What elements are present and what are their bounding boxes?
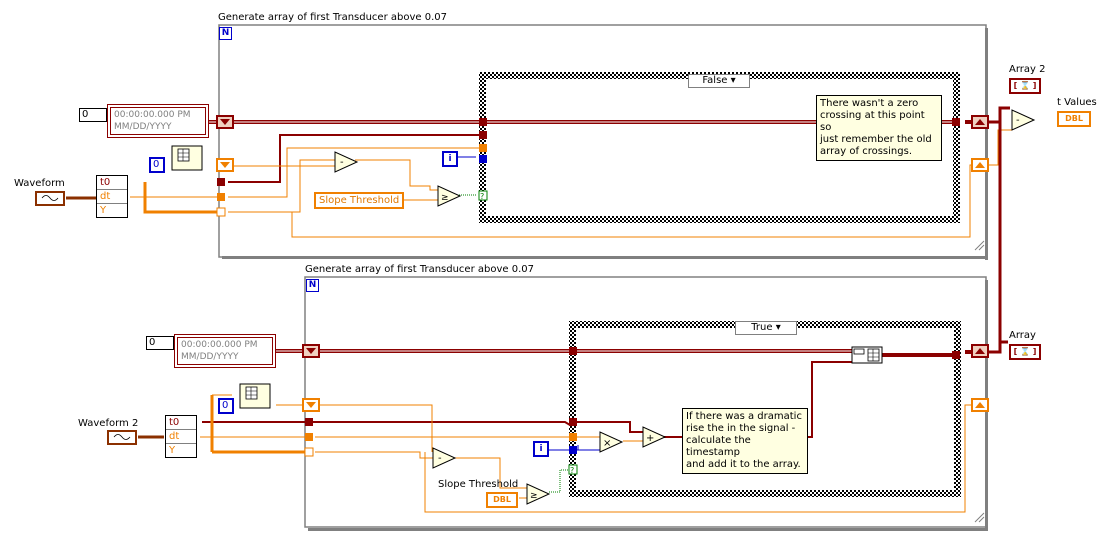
svg-text:≥: ≥	[441, 193, 449, 203]
top-iteration-terminal[interactable]: i	[442, 151, 458, 167]
svg-text:-: -	[438, 453, 442, 464]
bottom-case-selector[interactable]: True ▾	[735, 321, 797, 335]
svg-text:-: -	[1016, 115, 1020, 126]
top-field-y: Y	[97, 203, 127, 217]
bottom-loop-title: Generate array of first Transducer above…	[305, 264, 534, 275]
waveform-terminal-top[interactable]	[35, 191, 65, 206]
shift-register-right-bottom[interactable]	[971, 344, 989, 358]
top-slope-threshold-control[interactable]: Slope Threshold	[314, 192, 405, 209]
top-numeric-control[interactable]: 0	[79, 108, 107, 122]
multiply-node[interactable]: ×	[599, 431, 624, 453]
array-label: Array	[1009, 330, 1036, 341]
bottom-loop-count-terminal[interactable]: N	[306, 279, 319, 292]
tunnel-bottom-y[interactable]	[304, 447, 314, 457]
array-indicator[interactable]: [ ⌛ ]	[1009, 344, 1041, 360]
case-selector-terminal-top[interactable]	[478, 190, 488, 201]
top-waveform-label: Waveform	[14, 178, 65, 189]
subtract-node-top[interactable]: -	[334, 151, 359, 173]
array2-indicator[interactable]: [ ⌛ ]	[1009, 78, 1041, 94]
initialize-array-node-bottom[interactable]	[239, 383, 271, 409]
initialize-array-node-top[interactable]	[171, 145, 203, 171]
case-tunnel-top-2[interactable]	[479, 131, 487, 139]
tvalues-indicator[interactable]: DBL	[1057, 111, 1091, 127]
case-tunnel-bottom-1[interactable]	[569, 347, 577, 355]
bottom-array-index-constant[interactable]: 0	[218, 398, 234, 414]
bottom-case-selector-label: True	[751, 322, 773, 333]
svg-text:+: +	[646, 433, 654, 444]
tunnel-bottom-dt[interactable]	[305, 433, 313, 441]
subtract-node-bottom[interactable]: -	[432, 447, 457, 469]
bottom-unbundle-waveform[interactable]: t0 dt Y	[165, 415, 197, 458]
bottom-timestamp-line2: MM/DD/YYYY	[181, 352, 239, 362]
shift-register-right-bottom-dbl[interactable]	[971, 398, 989, 412]
tunnel-bottom-t0[interactable]	[305, 418, 313, 426]
case-tunnel-top-4[interactable]	[479, 155, 487, 163]
top-field-dt: dt	[97, 189, 127, 203]
shift-register-right-top-dbl[interactable]	[971, 158, 989, 172]
case-tunnel-bottom-3[interactable]	[569, 433, 577, 441]
bottom-timestamp-control[interactable]: 00:00:00.000 PM MM/DD/YYYY	[177, 337, 273, 365]
shift-register-left-bottom[interactable]	[302, 344, 320, 358]
svg-text:?: ?	[570, 466, 574, 475]
top-for-loop[interactable]	[218, 24, 988, 260]
top-array-index-constant[interactable]: 0	[149, 157, 165, 173]
case-selector-terminal-bottom[interactable]	[568, 464, 578, 475]
top-field-t0: t0	[100, 177, 111, 188]
top-comment: There wasn't a zero crossing at this poi…	[816, 95, 942, 161]
top-loop-title: Generate array of first Transducer above…	[218, 12, 447, 23]
bottom-timestamp-line1: 00:00:00.000 PM	[181, 340, 258, 350]
add-node[interactable]: +	[642, 426, 667, 448]
case-tunnel-bottom-2[interactable]	[569, 418, 577, 426]
bottom-field-dt: dt	[166, 429, 196, 443]
top-case-selector[interactable]: False ▾	[688, 74, 750, 88]
svg-text:×: ×	[603, 438, 611, 449]
compare-node-output[interactable]: -	[1011, 109, 1036, 131]
case-tunnel-top-1[interactable]	[479, 118, 487, 126]
bottom-iteration-terminal[interactable]: i	[533, 441, 549, 457]
waveform-terminal-bottom[interactable]	[107, 430, 137, 445]
svg-text:≥: ≥	[530, 491, 538, 501]
bottom-dbl-wires	[200, 394, 975, 513]
shift-register-left-top-dbl[interactable]	[216, 158, 234, 172]
bottom-comment: If there was a dramatic rise the in the …	[682, 408, 808, 474]
top-loop-count-terminal[interactable]: N	[219, 27, 232, 40]
shift-register-right-top[interactable]	[971, 115, 989, 129]
top-timestamp-line2: MM/DD/YYYY	[114, 122, 172, 132]
case-tunnel-bottom-out[interactable]	[952, 351, 960, 359]
svg-text:-: -	[340, 157, 344, 168]
build-array-node[interactable]	[851, 346, 883, 364]
case-tunnel-top-3[interactable]	[479, 144, 487, 152]
bottom-numeric-control[interactable]: 0	[146, 336, 174, 350]
top-timestamp-control[interactable]: 00:00:00.000 PM MM/DD/YYYY	[110, 107, 206, 135]
bottom-slope-threshold-control[interactable]: DBL	[486, 492, 518, 508]
compare-node-top[interactable]: ≥	[437, 185, 462, 207]
bottom-field-y: Y	[166, 443, 196, 457]
top-case-selector-label: False	[702, 75, 728, 86]
top-timestamp-line1: 00:00:00.000 PM	[114, 110, 191, 120]
tunnel-top-t0[interactable]	[217, 178, 225, 186]
bottom-slope-threshold-label: Slope Threshold	[438, 479, 519, 490]
bottom-waveform-label: Waveform 2	[78, 418, 139, 429]
compare-node-bottom[interactable]: ≥	[526, 483, 551, 505]
top-unbundle-waveform[interactable]: t0 dt Y	[96, 175, 128, 218]
tunnel-top-dt[interactable]	[217, 193, 225, 201]
shift-register-left-top[interactable]	[216, 115, 234, 129]
case-tunnel-bottom-4[interactable]	[569, 446, 577, 454]
bottom-field-t0: t0	[169, 417, 180, 428]
case-tunnel-top-out[interactable]	[952, 118, 960, 126]
svg-text:?: ?	[480, 192, 484, 201]
tunnel-top-y[interactable]	[216, 207, 226, 217]
shift-register-left-bottom-dbl[interactable]	[302, 398, 320, 412]
array2-label: Array 2	[1009, 64, 1046, 75]
tvalues-label: t Values	[1057, 97, 1097, 108]
